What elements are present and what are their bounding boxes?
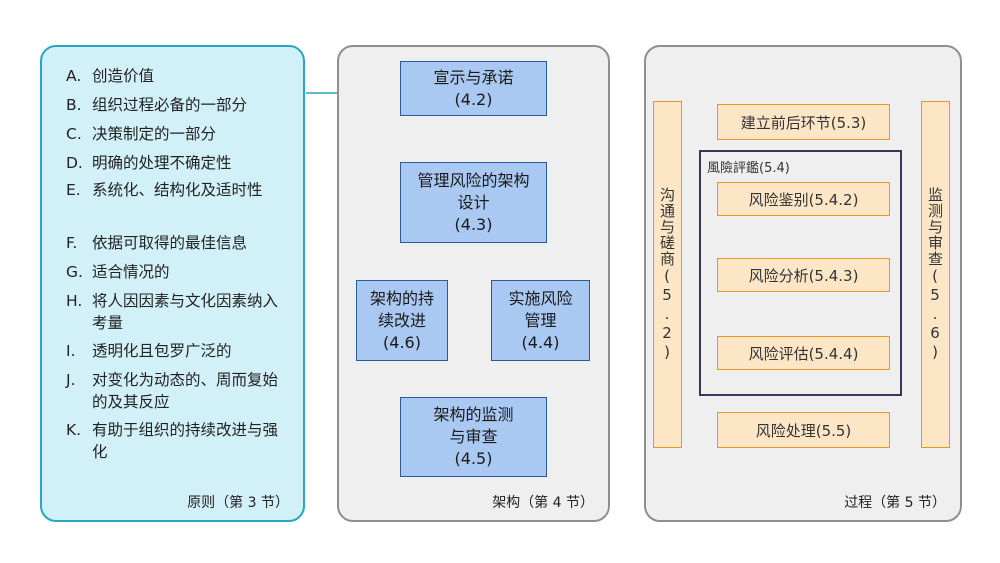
evaluation-box: 风险评估(5.4.4): [717, 336, 890, 370]
implement-title-2: 管理: [524, 310, 557, 330]
risk-assessment-label: 風險評鑑(5.4): [707, 161, 790, 176]
identification-box: 风险鉴别(5.4.2): [717, 182, 890, 216]
principles-panel: A. 创造价值 B. 组织过程必备的一部分 C. 决策制定的一部分 D. 明确的处理不确定性 E…: [40, 45, 305, 522]
principles-caption: 原则（第 3 节）: [187, 495, 289, 511]
communication-label: 沟通与磋商(5.2): [658, 187, 676, 362]
treatment-box: 风险处理(5.5): [717, 412, 890, 448]
principle-text: 对变化为动态的、周而复始的及其反应: [92, 371, 279, 411]
principle-text: 组织过程必备的一部分: [92, 96, 248, 114]
principle-letter: A.: [66, 67, 82, 85]
monitoring-box: 监测与审查(5.6): [921, 101, 950, 448]
principle-text: 决策制定的一部分: [92, 125, 217, 143]
analysis-box: 风险分析(5.4.3): [717, 258, 890, 292]
monitoring-label: 监测与审查(5.6): [926, 187, 944, 362]
principle-letter: K.: [66, 421, 82, 439]
principle-text: 有助于组织的持续改进与强化: [92, 421, 279, 461]
principle-letter: B.: [66, 96, 82, 114]
principle-letter: E.: [66, 181, 81, 199]
implement-title-1: 实施风险: [508, 288, 573, 308]
context-label: 建立前后环节(5.3): [740, 113, 867, 132]
improve-box: 架构的持 续改进 (4.6): [356, 280, 448, 361]
principle-letter: I.: [66, 342, 76, 360]
principle-text: 将人因因素与文化因素纳入考量: [92, 292, 279, 332]
principle-text: 创造价值: [92, 67, 155, 85]
design-box: 管理风险的架构 设计 (4.3): [400, 162, 547, 243]
context-box: 建立前后环节(5.3): [717, 104, 890, 140]
principle-letter: D.: [66, 154, 83, 172]
principle-letter: J.: [66, 371, 76, 389]
design-title-2: 设计: [457, 192, 490, 212]
treatment-label: 风险处理(5.5): [755, 421, 852, 440]
analysis-label: 风险分析(5.4.3): [748, 266, 859, 285]
monitor-num: (4.5): [454, 449, 493, 468]
principle-text: 依据可取得的最佳信息: [92, 234, 248, 252]
principle-letter: G.: [66, 263, 83, 281]
principle-letter: H.: [66, 292, 83, 310]
principle-text: 透明化且包罗广泛的: [92, 342, 232, 360]
implement-box: 实施风险 管理 (4.4): [491, 280, 590, 361]
framework-caption: 架构（第 4 节）: [492, 495, 594, 511]
risk-assessment-frame: 風險評鑑(5.4): [699, 150, 902, 396]
principle-letter: F.: [66, 234, 78, 252]
mandate-num: (4.2): [454, 89, 493, 109]
identification-label: 风险鉴别(5.4.2): [748, 190, 859, 209]
process-caption: 过程（第 5 节）: [844, 495, 946, 511]
principle-text: 适合情况的: [92, 263, 170, 281]
monitor-title-1: 架构的监测: [433, 405, 514, 424]
improve-title-2: 续改进: [377, 310, 426, 330]
improve-title-1: 架构的持: [369, 288, 434, 308]
evaluation-label: 风险评估(5.4.4): [748, 344, 859, 363]
principle-letter: C.: [66, 125, 82, 143]
monitor-title-2: 与审查: [449, 427, 498, 446]
improve-num: (4.6): [383, 332, 421, 352]
design-num: (4.3): [454, 214, 493, 234]
design-title-1: 管理风险的架构: [417, 170, 530, 190]
principle-text: 明确的处理不确定性: [92, 154, 232, 172]
communication-box: 沟通与磋商(5.2): [653, 101, 682, 448]
principle-text: 系统化、结构化及适时性: [92, 181, 263, 199]
monitor-box: 架构的监测 与审查 (4.5): [400, 397, 547, 477]
mandate-box: 宣示与承诺 (4.2): [400, 61, 547, 116]
mandate-title: 宣示与承诺: [433, 67, 514, 87]
implement-num: (4.4): [521, 332, 560, 352]
